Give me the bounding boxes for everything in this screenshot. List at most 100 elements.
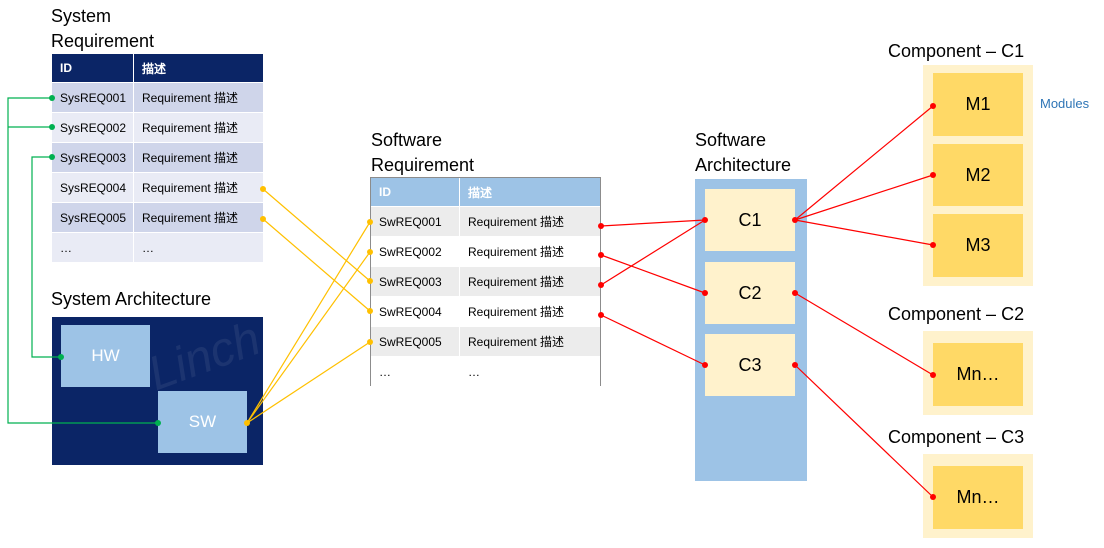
yellow-dot: [244, 420, 250, 426]
component-c1-title: Component – C1: [888, 41, 1025, 61]
red-dot: [598, 282, 604, 288]
description-cell: Requirement 描述: [468, 215, 565, 229]
description-cell: Requirement 描述: [142, 91, 239, 105]
hw-block: HW: [61, 325, 150, 387]
software-architecture-title-line1: Software: [695, 130, 767, 150]
red-dot: [930, 242, 936, 248]
red-link-c1-m1: [794, 105, 934, 221]
module-m1: M1: [933, 73, 1023, 136]
table-row: ……: [371, 357, 600, 387]
id-cell: SysREQ001: [52, 83, 134, 112]
id-cell: …: [371, 357, 460, 386]
red-dot: [598, 252, 604, 258]
software-architecture-title-line2: Architecture: [695, 155, 792, 175]
yellow-trace-links: [246, 188, 371, 424]
yellow-link-sysreq004-swreq003: [262, 188, 371, 282]
red-dot: [792, 362, 798, 368]
red-dot: [702, 362, 708, 368]
header-id: ID: [371, 178, 460, 206]
id-cell: …: [52, 233, 134, 262]
table-row: SysREQ004 Requirement 描述: [52, 173, 263, 203]
green-trace-links: [7, 97, 158, 424]
yellow-dot: [367, 339, 373, 345]
software-architecture-title: Software Architecture: [695, 128, 791, 178]
red-dot: [930, 494, 936, 500]
component-c3-title: Component – C3: [888, 427, 1025, 447]
red-link-c3-mn: [794, 364, 934, 498]
header-desc: 描述: [468, 185, 493, 200]
red-link-c1-m2: [794, 174, 934, 221]
component-c2-title: Component – C2: [888, 304, 1025, 324]
description-cell: Requirement 描述: [468, 335, 565, 349]
id-cell: SysREQ003: [52, 143, 134, 172]
description-cell: Requirement 描述: [142, 211, 239, 225]
id-cell: SwREQ005: [371, 327, 460, 356]
green-dot: [155, 420, 161, 426]
yellow-dot: [260, 186, 266, 192]
yellow-dot: [367, 278, 373, 284]
component-c1-box: C1: [705, 189, 795, 251]
sw-block: SW: [158, 391, 247, 453]
modules-label: Modules: [1040, 96, 1090, 111]
green-link-sysreq003-hw: [31, 156, 61, 358]
yellow-dot: [260, 216, 266, 222]
yellow-link-sw-swreq002: [246, 251, 371, 424]
green-dot: [49, 124, 55, 130]
software-requirement-title-line1: Software: [371, 130, 443, 150]
module-m3: M3: [933, 214, 1023, 277]
green-dot: [49, 95, 55, 101]
yellow-dot: [367, 308, 373, 314]
description-cell: …: [142, 240, 154, 255]
red-dot: [792, 217, 798, 223]
red-link-swreq004-c3: [600, 314, 706, 366]
red-dot: [930, 172, 936, 178]
green-dot: [58, 354, 64, 360]
red-dot: [702, 217, 708, 223]
description-cell: Requirement 描述: [468, 305, 565, 319]
module-m2: M2: [933, 144, 1023, 206]
red-link-c1-m3: [794, 219, 934, 246]
table-row: SwREQ005 Requirement 描述: [371, 327, 600, 357]
component-c2-box: C2: [705, 262, 795, 324]
yellow-link-sysreq005-swreq004: [262, 218, 371, 312]
red-dot: [598, 312, 604, 318]
description-cell: Requirement 描述: [142, 181, 239, 195]
yellow-link-dots: [244, 186, 373, 426]
red-link-c2-mn: [794, 292, 934, 376]
system-architecture-title: System Architecture: [51, 289, 212, 309]
id-cell: SwREQ004: [371, 297, 460, 326]
system-requirement-title-line1: System: [51, 6, 112, 26]
green-dot: [49, 154, 55, 160]
red-link-swreq001-c1: [600, 219, 706, 227]
table-row: ……: [52, 233, 263, 263]
description-cell: Requirement 描述: [142, 121, 239, 135]
red-dot: [930, 103, 936, 109]
red-dot: [598, 223, 604, 229]
header-desc: 描述: [142, 61, 167, 76]
software-requirement-title: Software Requirement: [371, 128, 474, 178]
system-requirement-title: System Requirement: [51, 4, 154, 54]
header-id: ID: [52, 54, 134, 82]
red-link-swreq002-c2: [600, 254, 706, 294]
green-link-dots: [49, 95, 161, 426]
description-cell: Requirement 描述: [468, 245, 565, 259]
red-dot: [792, 290, 798, 296]
red-dot: [930, 372, 936, 378]
red-dot: [702, 290, 708, 296]
id-cell: SysREQ004: [52, 173, 134, 202]
red-trace-links: [600, 105, 934, 498]
description-cell: …: [468, 364, 480, 379]
module-mn-c3: Mn…: [933, 466, 1023, 529]
software-requirement-title-line2: Requirement: [371, 155, 475, 175]
yellow-dot: [367, 219, 373, 225]
system-requirement-title-line2: Requirement: [51, 31, 155, 51]
